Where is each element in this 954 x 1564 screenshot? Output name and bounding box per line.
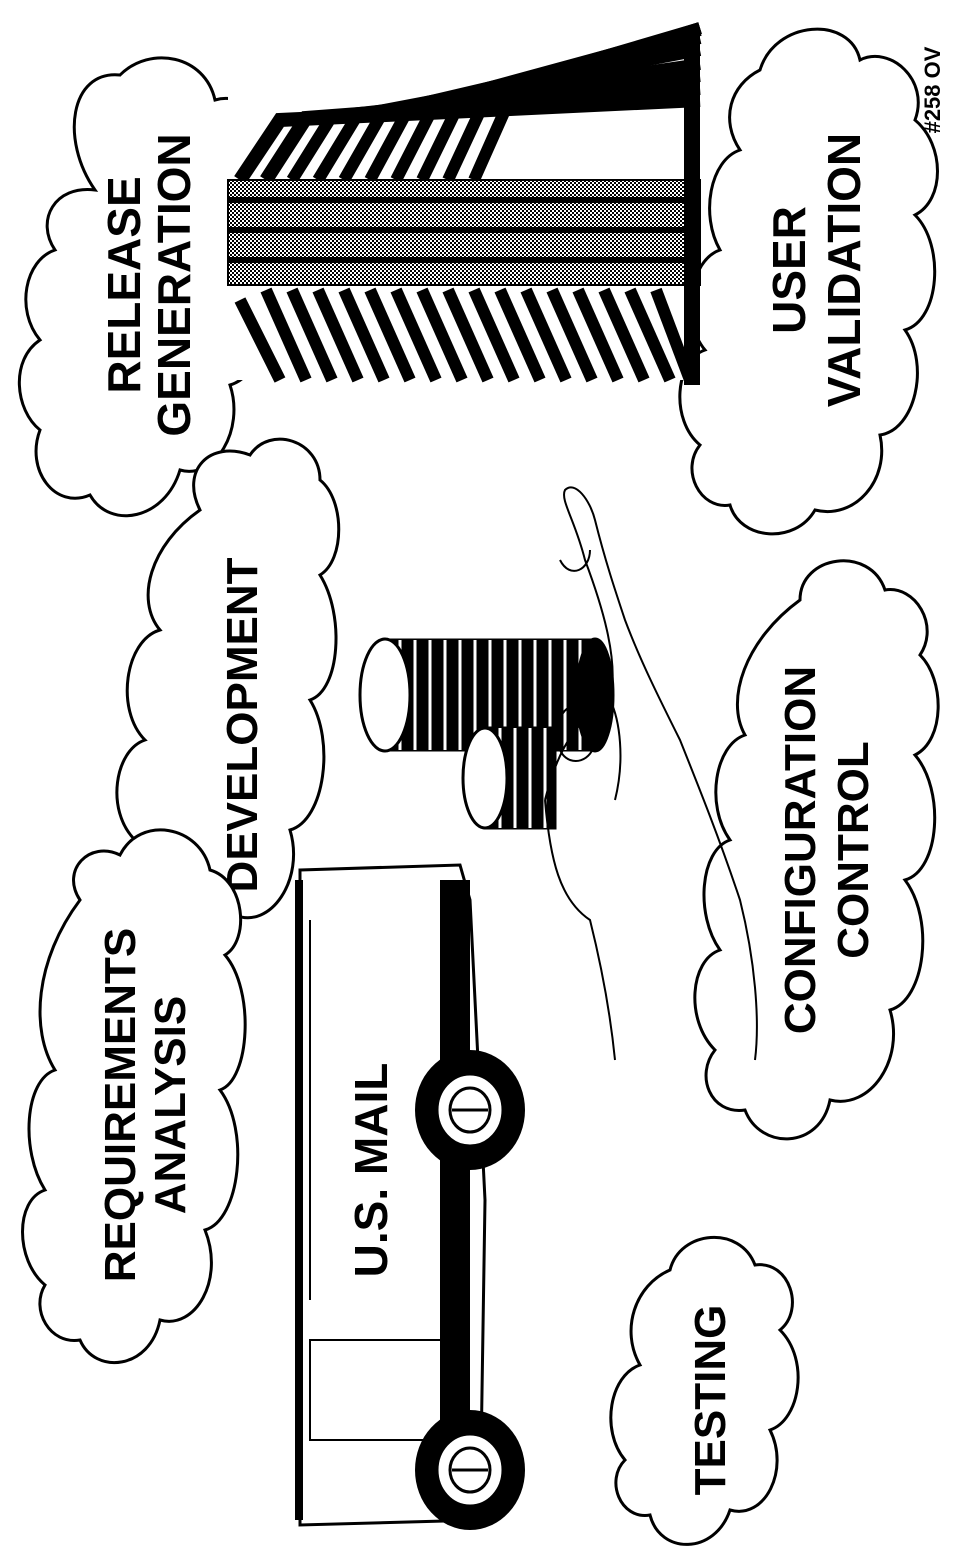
user-validation-cloud: USER VALIDATION: [680, 29, 938, 534]
analysis-label: ANALYSIS: [146, 996, 195, 1214]
development-label: DEVELOPMENT: [218, 557, 267, 892]
mail-truck-illustration: U.S. MAIL: [295, 865, 525, 1530]
generation-label: GENERATION: [148, 133, 200, 436]
office-building-illustration: [228, 28, 700, 385]
us-mail-label: U.S. MAIL: [345, 1063, 397, 1278]
building-edge: [684, 30, 700, 385]
control-label: CONTROL: [829, 741, 878, 959]
testing-label: TESTING: [686, 1305, 735, 1496]
configuration-label: CONFIGURATION: [776, 666, 825, 1034]
testing-cloud: TESTING: [611, 1237, 798, 1544]
requirements-analysis-cloud: REQUIREMENTS ANALYSIS: [23, 830, 246, 1363]
figure-number-label: #258 OV: [920, 46, 945, 133]
requirements-label: REQUIREMENTS: [96, 928, 145, 1282]
disk-stack-short: [463, 728, 555, 828]
release-label: RELEASE: [98, 176, 150, 393]
user-label: USER: [763, 206, 815, 334]
front-wheel: [415, 1050, 525, 1170]
validation-label: VALIDATION: [818, 133, 870, 407]
truck-roof-line: [295, 880, 303, 1520]
rear-wheel: [415, 1410, 525, 1530]
configuration-control-cloud: CONFIGURATION CONTROL: [695, 561, 938, 1139]
